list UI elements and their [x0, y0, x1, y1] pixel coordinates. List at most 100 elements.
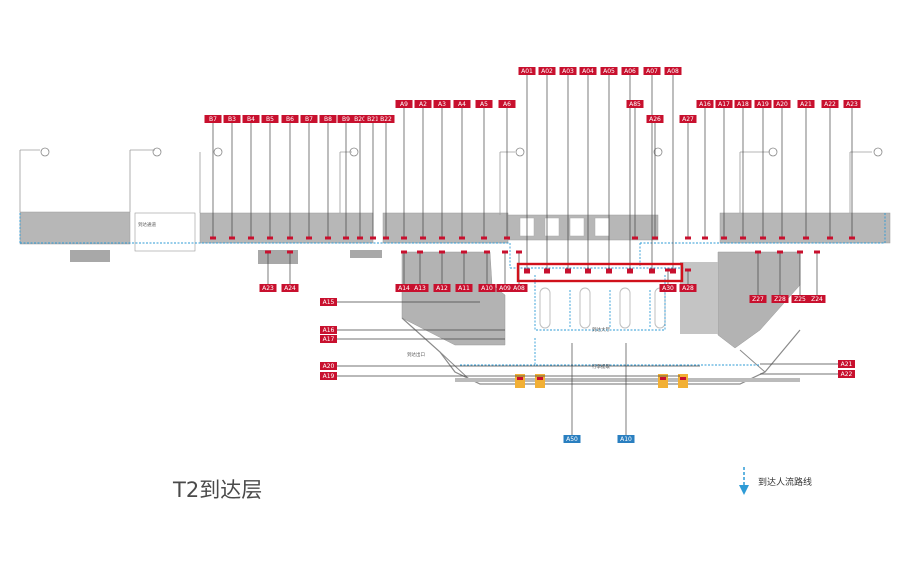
gate-tag-box [337, 115, 355, 123]
gate-position-marker [544, 268, 550, 272]
gate-tag-left-4: B6 [281, 115, 299, 123]
gate-position-marker [401, 250, 407, 254]
carousel [539, 287, 551, 329]
gate-tag-box [320, 298, 337, 306]
gate-tag-text: A17 [323, 336, 335, 343]
gate-tag-box [838, 370, 855, 378]
gate-tag-box [797, 100, 815, 108]
label-exit: 到达出口 [407, 351, 425, 358]
gate-tag-box [679, 284, 697, 292]
stand-recess [569, 217, 585, 237]
gate-tag-text: A13 [414, 285, 426, 292]
stand-recess [544, 217, 560, 237]
gate-tag-box [300, 115, 318, 123]
gate-tag-text: A30 [662, 285, 674, 292]
gate-tag-text: A5 [480, 101, 488, 108]
gate-tag-low-right-2: Z25 [791, 295, 809, 303]
gate-tag-box [773, 100, 791, 108]
gate-tag-box [646, 115, 664, 123]
gate-position-marker [721, 236, 727, 240]
gate-tag-box [643, 67, 661, 75]
gate-tag-low-right-3: Z24 [808, 295, 826, 303]
gate-tag-text: A20 [323, 363, 335, 370]
gate-tag-text: A24 [284, 285, 296, 292]
gate-tag-right-1: A17 [715, 100, 733, 108]
gate-position-marker [606, 268, 612, 272]
stand-pod [515, 147, 525, 157]
page-title: T2到达层 [173, 478, 263, 502]
gate-tag-box [843, 100, 861, 108]
gate-tag-box [621, 67, 639, 75]
gate-tag-top-6: A07 [643, 67, 661, 75]
gate-position-marker [665, 268, 671, 272]
gate-tag-text: B5 [266, 116, 274, 123]
gate-position-marker [585, 270, 591, 274]
gate-tag-text: A21 [800, 101, 812, 108]
arrival-flow-routes [19, 213, 886, 366]
gate-tag-center-left-2: A3 [433, 100, 451, 108]
bus-stop-marker [680, 377, 686, 380]
gate-position-marker [779, 236, 785, 240]
jetbridge-block [70, 250, 110, 262]
gate-tag-left-3: B5 [261, 115, 279, 123]
gate-tag-text: A04 [582, 68, 594, 75]
gate-tag-box [475, 100, 493, 108]
gate-position-marker [481, 236, 487, 240]
gate-tag-box [281, 284, 299, 292]
gate-position-marker [670, 268, 676, 272]
gate-tag-left-side-2: A17 [320, 335, 337, 343]
gate-position-marker [325, 236, 331, 240]
bus-stop [535, 374, 545, 388]
gate-position-marker [702, 236, 708, 240]
gate-tag-box [659, 284, 677, 292]
gate-position-marker [670, 270, 676, 274]
gate-position-marker [797, 250, 803, 254]
gate-tag-box [377, 115, 395, 123]
gate-tag-text: A01 [521, 68, 533, 75]
gate-tag-box [579, 67, 597, 75]
gate-tag-text: A18 [737, 101, 749, 108]
gate-tag-left-side-3: A20 [320, 362, 337, 370]
gate-tag-right-0: A16 [696, 100, 714, 108]
gate-tag-box [223, 115, 241, 123]
gate-position-marker [649, 268, 655, 272]
gate-tag-right-6: A22 [821, 100, 839, 108]
carousel [654, 287, 666, 329]
gate-position-marker [306, 236, 312, 240]
bus-stop [658, 374, 668, 388]
gate-tag-text: B8 [324, 116, 332, 123]
gate-tag-text: Z27 [752, 296, 764, 303]
gate-tag-right-side-1: A22 [838, 370, 855, 378]
gate-tag-center-right-1: A27 [679, 115, 697, 123]
gate-tag-box [281, 115, 299, 123]
gate-tag-text: A17 [718, 101, 730, 108]
gate-tag-low-center-3: A11 [455, 284, 473, 292]
gate-tag-left-10: B22 [377, 115, 395, 123]
gate-tag-top-3: A04 [579, 67, 597, 75]
gate-tag-text: B3 [228, 116, 236, 123]
highlight-box [516, 262, 684, 283]
bus-stop [678, 374, 688, 388]
gate-tag-center-left-1: A2 [414, 100, 432, 108]
stand-pod [768, 147, 778, 157]
gate-tag-low-center-2: A12 [433, 284, 451, 292]
gate-tag-bottom-bus-1: A10 [617, 435, 635, 443]
gate-position-marker [760, 236, 766, 240]
gate-tag-text: A20 [776, 101, 788, 108]
gate-tag-text: A22 [824, 101, 836, 108]
gate-tag-box [320, 372, 337, 380]
gate-tag-box [261, 115, 279, 123]
gate-position-marker [565, 270, 571, 274]
gate-tag-box [455, 284, 473, 292]
gate-tag-text: A12 [436, 285, 448, 292]
gate-tag-left-2: B4 [242, 115, 260, 123]
gate-tag-text: A19 [323, 373, 335, 380]
gate-position-marker [803, 236, 809, 240]
gate-tag-box [453, 100, 471, 108]
gate-tag-box [664, 67, 682, 75]
gate-tag-left-6: B8 [319, 115, 337, 123]
hall-east-block [680, 262, 718, 334]
gate-tag-box [538, 67, 556, 75]
gate-position-marker [401, 236, 407, 240]
gate-tag-right-3: A19 [754, 100, 772, 108]
